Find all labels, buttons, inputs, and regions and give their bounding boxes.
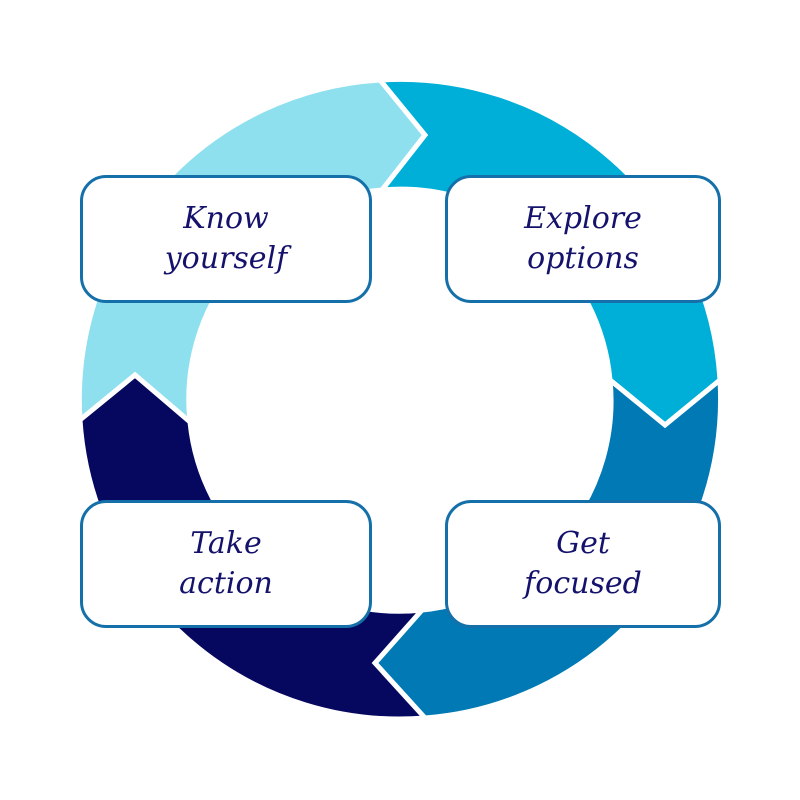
explore-options-label: Explore options	[524, 201, 642, 276]
explore-options-card: Explore options	[445, 175, 721, 303]
know-yourself-card: Know yourself	[80, 175, 372, 303]
take-action-label: Take action	[179, 526, 273, 601]
know-yourself-label: Know yourself	[164, 201, 288, 276]
get-focused-card: Get focused	[445, 500, 721, 628]
take-action-card: Take action	[80, 500, 372, 628]
get-focused-label: Get focused	[524, 526, 642, 601]
